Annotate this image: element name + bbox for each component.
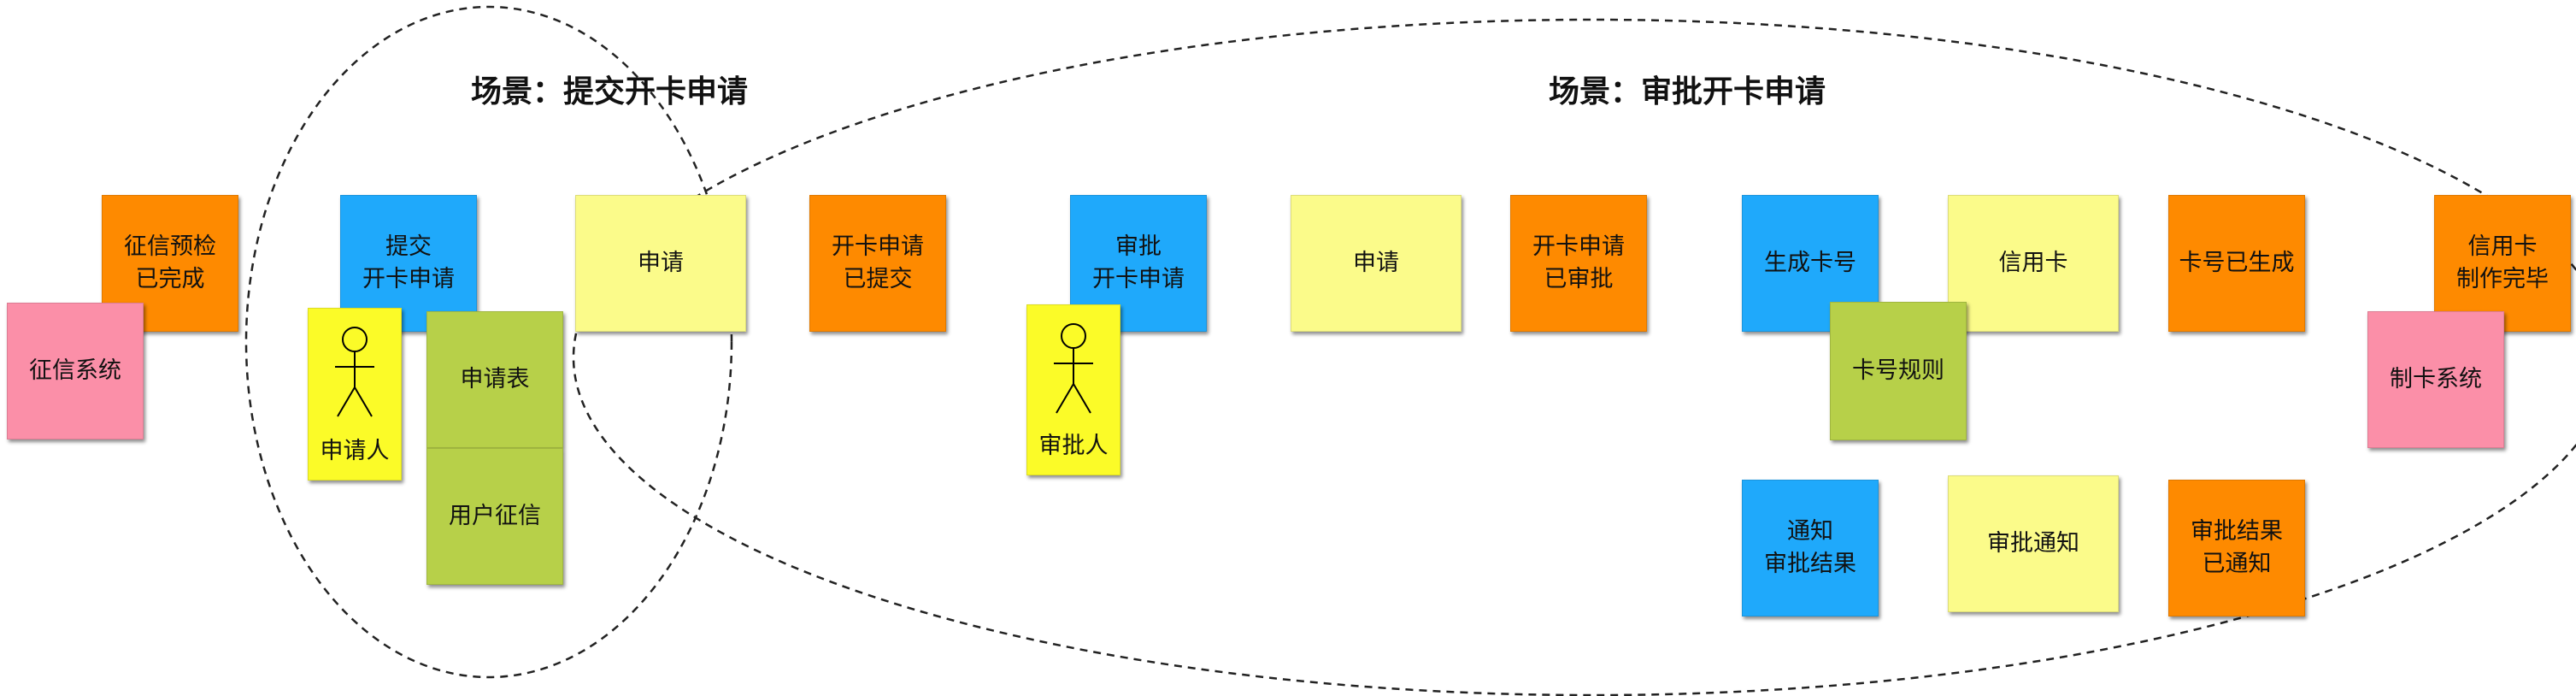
scene-title-submit: 场景：提交开卡申请 bbox=[471, 74, 749, 109]
event-result-notified[interactable]: 审批结果 已通知 bbox=[2168, 480, 2305, 616]
actor-applicant[interactable]: 申请人 bbox=[308, 308, 402, 481]
read-model-approval-notice[interactable]: 审批通知 bbox=[1948, 475, 2119, 612]
person-icon bbox=[335, 327, 374, 417]
external-system-card-making[interactable]: 制卡系统 bbox=[2367, 311, 2504, 448]
aggregate-card-number-rule[interactable]: 卡号规则 bbox=[1830, 302, 1967, 440]
event-card-made[interactable]: 信用卡 制作完毕 bbox=[2434, 195, 2571, 332]
actor-approver[interactable]: 审批人 bbox=[1026, 304, 1120, 475]
read-model-credit-card[interactable]: 信用卡 bbox=[1948, 195, 2119, 332]
actor-label: 申请人 bbox=[320, 438, 390, 464]
actor-label: 审批人 bbox=[1038, 433, 1109, 459]
event-application-submitted[interactable]: 开卡申请 已提交 bbox=[809, 195, 946, 332]
scene-title-approve: 场景：审批开卡申请 bbox=[1549, 74, 1826, 109]
person-icon bbox=[1054, 323, 1093, 414]
event-application-approved[interactable]: 开卡申请 已审批 bbox=[1510, 195, 1647, 332]
event-card-number-generated[interactable]: 卡号已生成 bbox=[2168, 195, 2305, 332]
external-system-credit[interactable]: 征信系统 bbox=[7, 303, 144, 439]
scene-boundary-submit bbox=[244, 5, 733, 679]
aggregate-application-form[interactable]: 申请表 bbox=[426, 311, 563, 448]
read-model-application-approval[interactable]: 申请 bbox=[1291, 195, 1461, 332]
command-notify-result[interactable]: 通知 审批结果 bbox=[1742, 480, 1879, 616]
aggregate-user-credit[interactable]: 用户征信 bbox=[426, 448, 563, 585]
read-model-application[interactable]: 申请 bbox=[575, 195, 746, 332]
